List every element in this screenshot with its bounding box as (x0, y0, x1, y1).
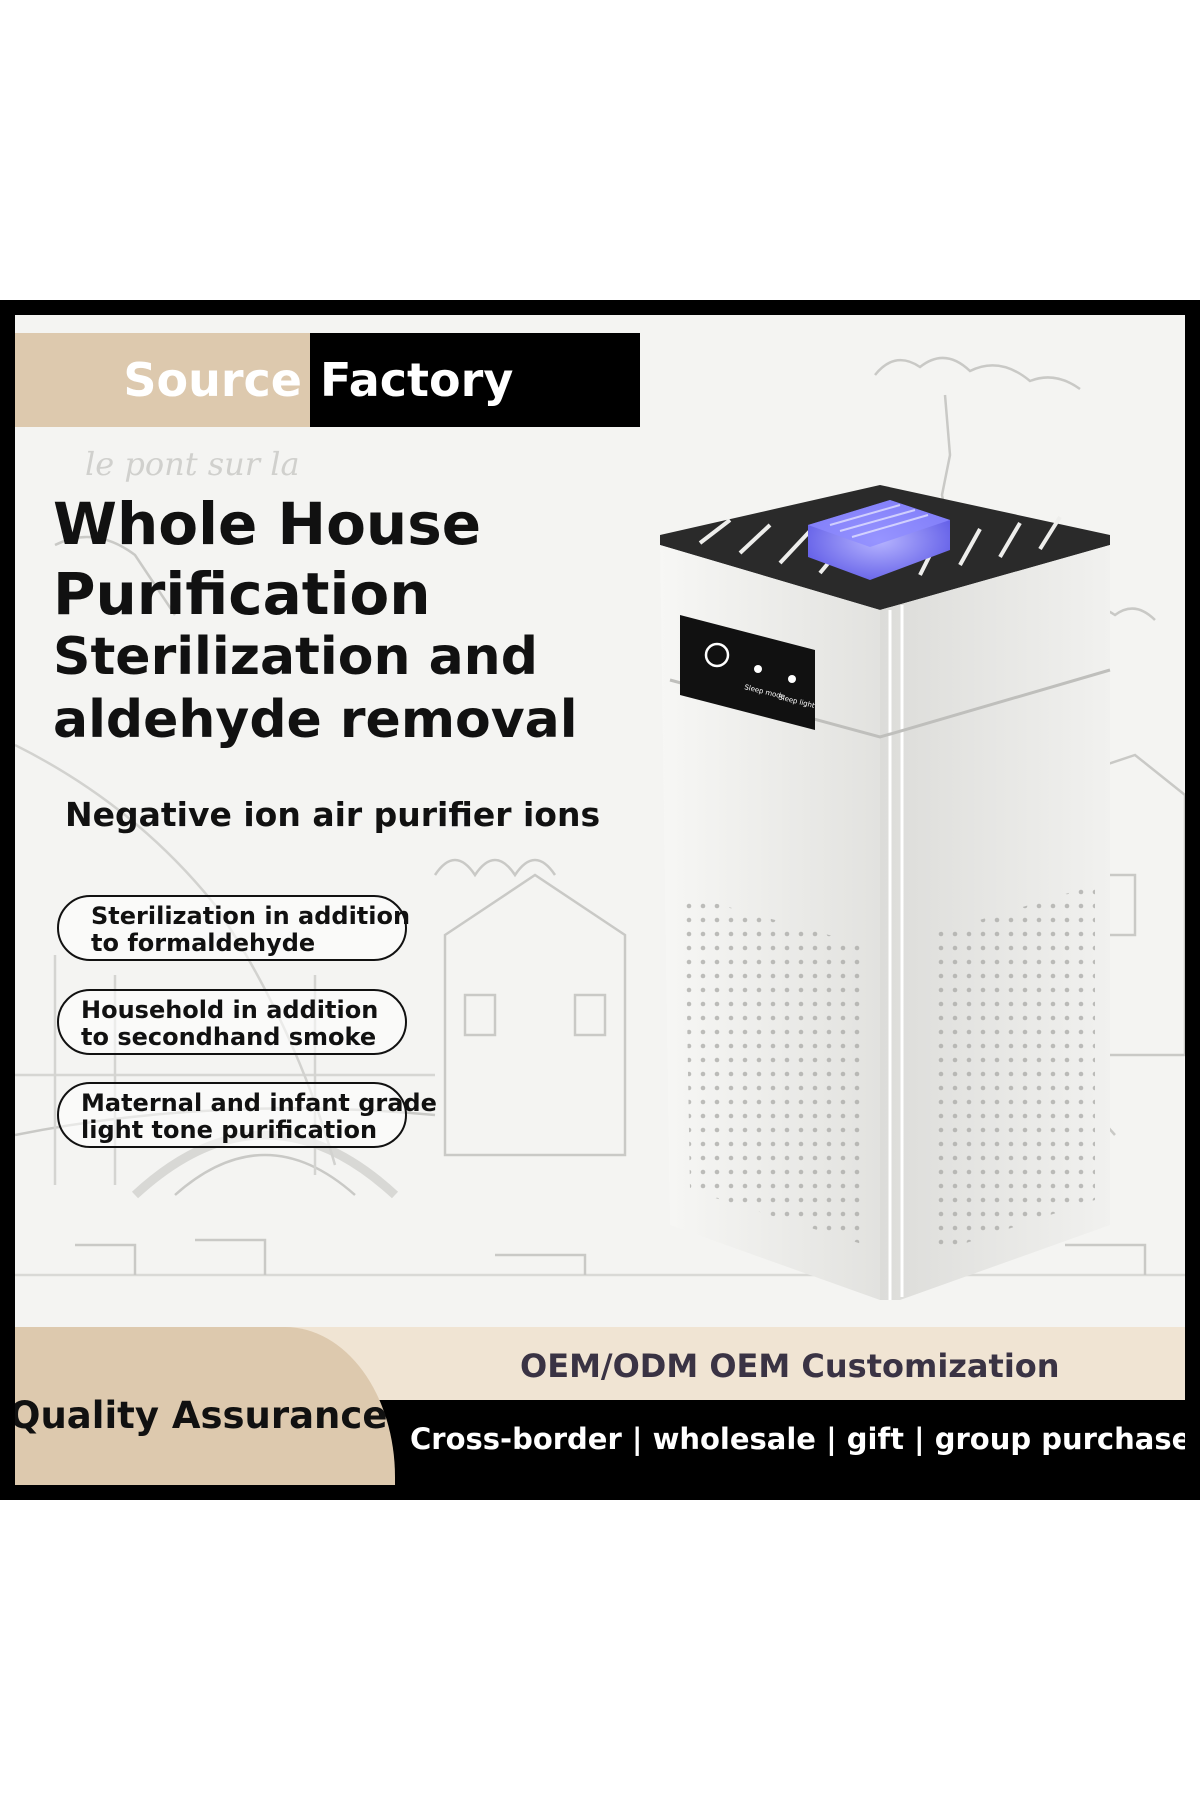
oem-customization-text: OEM/ODM OEM Customization (520, 1347, 1060, 1385)
factory-tag: Factory (310, 333, 640, 427)
feature-pill-line: to formaldehyde (91, 929, 316, 957)
source-tag: Source (15, 333, 310, 427)
headline-line-3: Sterilization and (53, 627, 538, 687)
feature-pill-line: to secondhand smoke (81, 1023, 377, 1051)
quality-assurance-badge (15, 1327, 395, 1485)
feature-pill-line: Maternal and infant grade (81, 1089, 437, 1117)
sales-channels-text: Cross-border | wholesale | gift | group … (410, 1422, 1185, 1456)
headline-line-4: aldehyde removal (53, 690, 578, 750)
feature-pill-sterilization: Sterilization in addition to formaldehyd… (57, 895, 411, 961)
product-subtitle: Negative ion air purifier ions (65, 795, 601, 834)
svg-text:le pont sur la: le pont sur la (85, 445, 300, 483)
headline-line-1: Whole House (53, 490, 482, 558)
headline-line-2: Purification (53, 560, 431, 628)
feature-pill-line: Household in addition (81, 996, 379, 1024)
quality-assurance-text: Quality Assurance (15, 1394, 388, 1437)
feature-pill-household: Household in addition to secondhand smok… (57, 989, 407, 1055)
feature-pill-maternal: Maternal and infant grade light tone pur… (57, 1082, 437, 1148)
product-poster: 24.06.09 le pont sur la Source Factory W… (0, 300, 1200, 1500)
poster-panel: 24.06.09 le pont sur la Source Factory W… (15, 315, 1185, 1485)
footer-band-dark (375, 1400, 1185, 1485)
feature-pill-line: Sterilization in addition (91, 902, 411, 930)
air-purifier-image: Sleep mode Sleep light (660, 485, 1111, 1300)
feature-pill-line: light tone purification (81, 1116, 378, 1144)
